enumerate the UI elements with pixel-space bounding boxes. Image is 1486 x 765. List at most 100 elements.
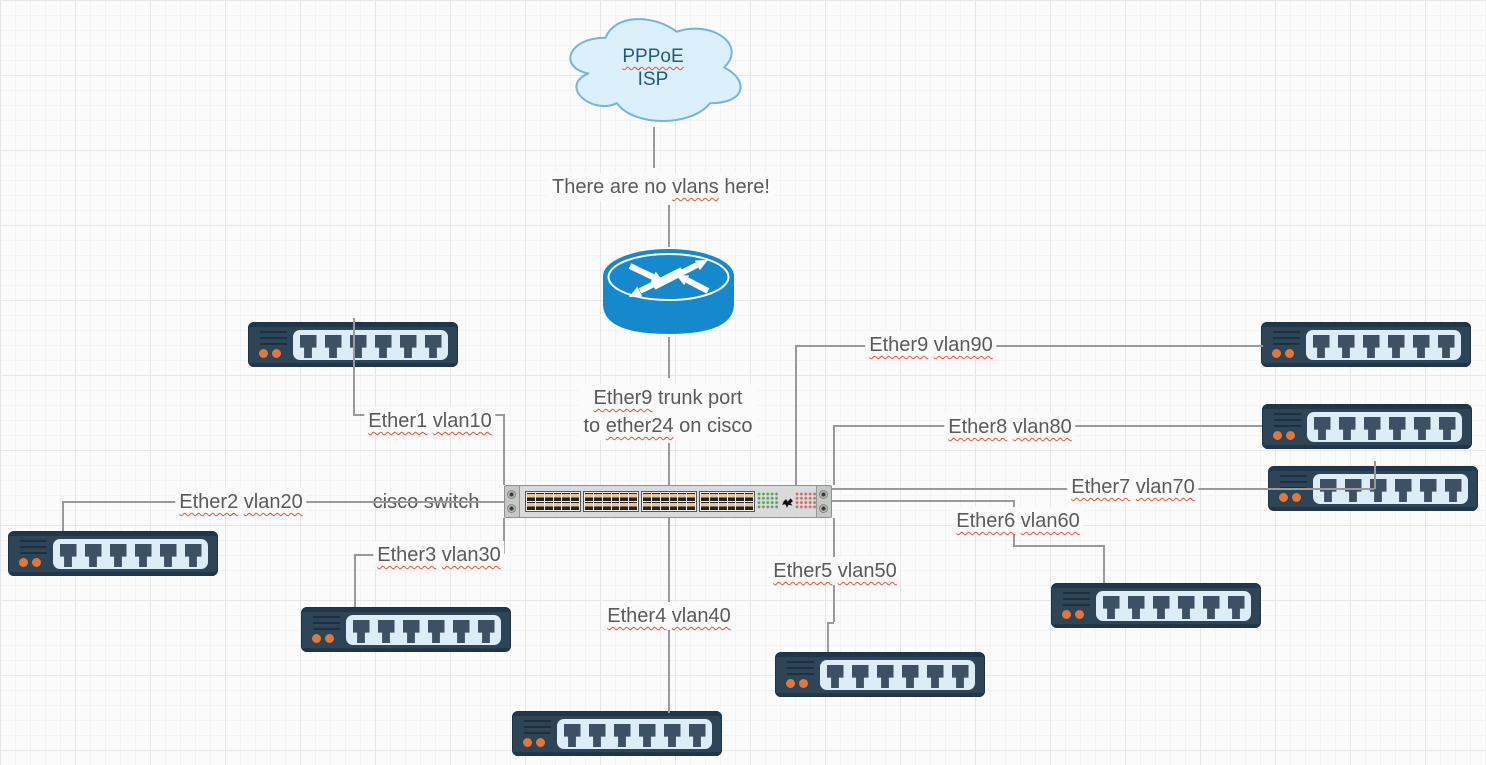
rj45-port	[571, 493, 579, 501]
rj45-port	[527, 493, 535, 501]
connector-ether1	[503, 414, 505, 485]
misspelled-word: Ether9	[869, 334, 929, 356]
rj45-port	[1338, 417, 1356, 440]
rj45-port	[324, 335, 342, 358]
rj45-port	[1344, 479, 1362, 502]
port-group	[641, 491, 697, 512]
rj45-port	[1419, 479, 1437, 502]
rj45-port	[718, 502, 727, 510]
rj45-port	[660, 502, 669, 510]
rj45-port	[1387, 335, 1405, 358]
rj45-port	[1438, 417, 1456, 440]
rj45-port	[1227, 596, 1245, 619]
label-ether9-vlan90: Ether9 vlan90	[865, 331, 997, 359]
rj45-port	[926, 665, 944, 688]
rj45-port	[613, 724, 631, 747]
rj45-port	[876, 665, 894, 688]
status-led	[1075, 610, 1084, 619]
rj45-port	[687, 493, 695, 501]
rj45-port	[59, 544, 77, 567]
connector-ether5	[827, 622, 829, 652]
status-led	[1286, 431, 1295, 440]
misspelled-word: Ether4	[607, 605, 667, 627]
misspelled-word: Ether9	[593, 387, 653, 409]
status-led	[1292, 493, 1301, 502]
rj45-port	[352, 620, 370, 643]
status-led	[799, 679, 808, 688]
rj45-port	[643, 502, 651, 510]
rj45-port	[663, 724, 681, 747]
vent-grille-icon	[313, 616, 340, 630]
rj45-port	[651, 493, 660, 501]
red-led-grid	[795, 492, 817, 509]
label-text: here!	[718, 176, 770, 198]
misspelled-word: vlan10	[432, 410, 492, 432]
rj45-port	[184, 544, 202, 567]
rj45-port	[736, 493, 745, 501]
misspelled-word: vlan40	[671, 605, 731, 627]
rj45-port	[727, 493, 736, 501]
label-ether6-vlan60: Ether6 vlan60	[952, 507, 1084, 535]
rj45-port	[826, 665, 844, 688]
port-panel	[557, 719, 712, 749]
misspelled-word: PPPoE	[622, 46, 684, 67]
rj45-port	[851, 665, 869, 688]
misspelled-word: Ether1	[368, 410, 428, 432]
connector-ether6	[832, 500, 1013, 502]
rj45-port	[399, 335, 417, 358]
rj45-port	[638, 724, 656, 747]
switch-vlan20-icon	[8, 531, 218, 576]
rj45-port	[1319, 479, 1337, 502]
rack-ear	[816, 486, 831, 517]
rj45-port	[1412, 335, 1430, 358]
green-led-grid	[757, 492, 779, 509]
rj45-port	[727, 502, 736, 510]
rj45-port	[299, 335, 317, 358]
port-panel	[293, 330, 448, 360]
switch-vlan60-icon	[1051, 583, 1261, 628]
connector-ether6	[1103, 545, 1105, 583]
connector-ether3	[354, 554, 356, 607]
label-ether5-vlan50: Ether5 vlan50	[769, 557, 901, 585]
rj45-port	[563, 724, 581, 747]
rj45-port	[701, 502, 709, 510]
rj45-port	[134, 544, 152, 567]
label-ether8-vlan80: Ether8 vlan80	[944, 413, 1076, 441]
power-led	[523, 738, 532, 747]
status-led	[325, 634, 334, 643]
switch-vlan80-icon	[1262, 404, 1472, 449]
rj45-port	[1437, 335, 1455, 358]
power-led	[1272, 349, 1281, 358]
vendor-logo-glyph	[781, 498, 793, 508]
rj45-port	[951, 665, 969, 688]
router-icon	[603, 249, 734, 334]
rj45-port	[629, 493, 637, 501]
power-led	[1279, 493, 1288, 502]
switch-vlan30-icon	[301, 607, 511, 652]
rj45-port	[588, 724, 606, 747]
status-led	[272, 349, 281, 358]
rj45-port	[159, 544, 177, 567]
misspelled-word: Ether8	[948, 416, 1008, 438]
port-panel	[346, 615, 501, 645]
vent-grille-icon	[1274, 413, 1301, 427]
rj45-port	[602, 502, 611, 510]
port-panel	[820, 660, 975, 690]
power-led	[1062, 610, 1071, 619]
rj45-port	[709, 502, 718, 510]
rj45-port	[620, 502, 629, 510]
rj45-port	[611, 493, 620, 501]
connector-cloud-router	[668, 205, 670, 247]
rj45-port	[452, 620, 470, 643]
rj45-port	[602, 493, 611, 501]
rj45-port	[1337, 335, 1355, 358]
label-text: to	[583, 415, 606, 437]
connector-ether9	[795, 345, 797, 485]
vent-grille-icon	[1273, 331, 1300, 345]
misspelled-word: vlan30	[441, 544, 501, 566]
connector-cloud-router	[653, 127, 655, 168]
rj45-port	[678, 502, 687, 510]
rj45-port	[562, 493, 571, 501]
